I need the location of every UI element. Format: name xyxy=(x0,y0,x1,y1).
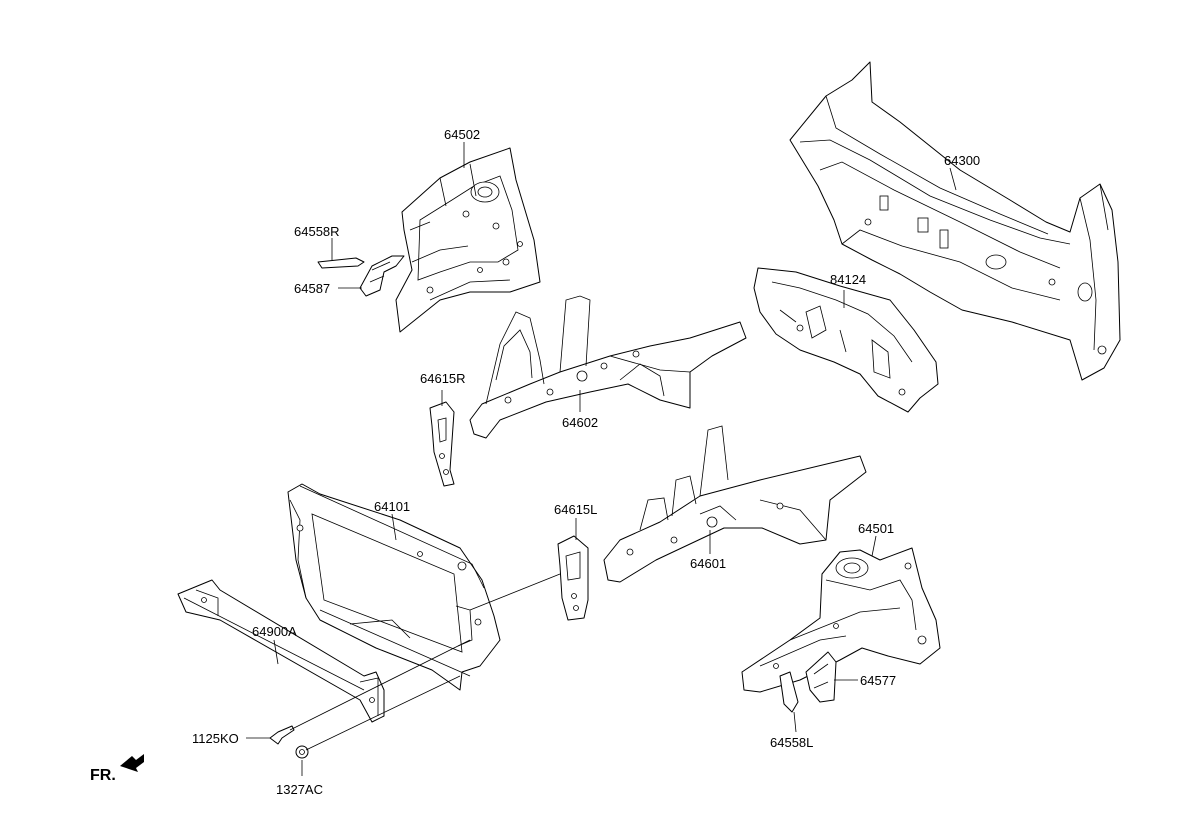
front-arrow-icon xyxy=(120,754,144,772)
nut-1327AC[interactable] xyxy=(295,745,309,776)
side-member-lh-64601[interactable] xyxy=(603,425,867,583)
label-64101: 64101 xyxy=(374,499,411,514)
radiator-support-64101[interactable] xyxy=(287,483,501,691)
label-84124: 84124 xyxy=(830,272,867,287)
insulator-84124[interactable] xyxy=(753,267,939,413)
front-direction-label: FR. xyxy=(90,767,116,784)
side-member-rh-64602[interactable] xyxy=(469,295,747,439)
label-64300: 64300 xyxy=(944,153,981,168)
label-1327AC: 1327AC xyxy=(276,782,323,797)
bumper-beam-64900A[interactable] xyxy=(177,579,385,723)
label-64900A: 64900A xyxy=(252,624,297,639)
apron-rh-64502[interactable] xyxy=(395,142,541,333)
label-64602: 64602 xyxy=(562,415,599,430)
label-64615R: 64615R xyxy=(420,371,466,386)
bracket-rh-64558R[interactable] xyxy=(317,238,365,269)
label-64558L: 64558L xyxy=(770,735,814,750)
label-64501: 64501 xyxy=(858,521,895,536)
label-64615L: 64615L xyxy=(554,502,598,517)
apron-lh-64501[interactable] xyxy=(741,535,941,693)
bracket-64615R[interactable] xyxy=(429,390,455,487)
label-64558R: 64558R xyxy=(294,224,340,239)
bracket-64577[interactable] xyxy=(805,651,858,703)
label-64502: 64502 xyxy=(444,127,481,142)
bracket-64558L[interactable] xyxy=(779,671,799,733)
label-1125KO: 1125KO xyxy=(192,731,239,746)
label-64587: 64587 xyxy=(294,281,331,296)
gusset-64587[interactable] xyxy=(338,255,405,297)
installation-lines xyxy=(289,573,561,751)
bracket-64615L[interactable] xyxy=(557,518,589,621)
label-64577: 64577 xyxy=(860,673,897,688)
bolt-1125KO[interactable] xyxy=(246,725,295,745)
dash-panel-64300[interactable] xyxy=(789,61,1121,381)
label-64601: 64601 xyxy=(690,556,727,571)
